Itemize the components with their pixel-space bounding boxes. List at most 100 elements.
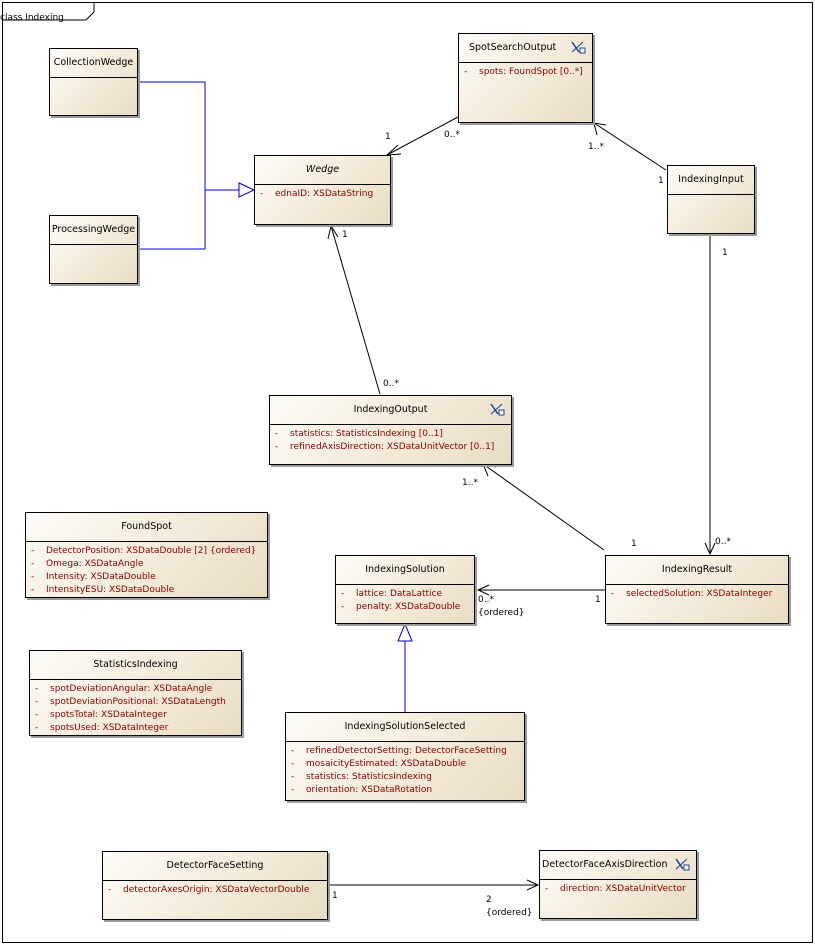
multiplicity-label: 0..* bbox=[715, 537, 731, 547]
attribute-list: -detectorAxesOrigin: XSDataVectorDouble bbox=[103, 884, 327, 897]
attribute: -spotsUsed: XSDataInteger bbox=[35, 723, 169, 733]
compartment-divider bbox=[50, 244, 137, 245]
arrowhead-result-from-input bbox=[704, 542, 716, 556]
attribute: -spotDeviationPositional: XSDataLength bbox=[35, 697, 226, 707]
compartment-divider bbox=[459, 62, 592, 63]
assoc-sso-wedge bbox=[386, 116, 459, 156]
attribute-list: -ednaID: XSDataString bbox=[255, 188, 390, 201]
arrowhead-wedge-from-output bbox=[327, 224, 339, 240]
class-found-spot[interactable]: FoundSpot -DetectorPosition: XSDataDoubl… bbox=[25, 512, 268, 598]
arrowhead-solution-from-result bbox=[476, 584, 490, 596]
compartment-divider bbox=[26, 541, 267, 542]
attribute: -statistics: StatisticsIndexing bbox=[291, 772, 432, 782]
attribute: -refinedDetectorSetting: DetectorFaceSet… bbox=[291, 746, 507, 756]
class-name: IndexingSolutionSelected bbox=[344, 721, 466, 732]
attribute: -Omega: XSDataAngle bbox=[31, 559, 144, 569]
attribute: -orientation: XSDataRotation bbox=[291, 785, 433, 795]
multiplicity-label: 1 bbox=[385, 132, 391, 142]
multiplicity-label: 1 bbox=[722, 248, 728, 258]
multiplicity-label: 1..* bbox=[462, 478, 478, 488]
attribute: -direction: XSDataUnitVector bbox=[545, 884, 686, 894]
constraint-label: {ordered} bbox=[486, 908, 533, 918]
attribute-list: -direction: XSDataUnitVector bbox=[540, 883, 696, 896]
datatype-icon bbox=[571, 41, 586, 54]
multiplicity-label: 1 bbox=[631, 539, 637, 549]
generalization-solution bbox=[397, 622, 413, 712]
attribute-list: -DetectorPosition: XSDataDouble [2] {ord… bbox=[26, 545, 267, 597]
class-collection-wedge[interactable]: CollectionWedge bbox=[49, 48, 138, 116]
compartment-divider bbox=[336, 584, 474, 585]
assoc-result-output bbox=[482, 463, 605, 551]
multiplicity-label: 0..* bbox=[383, 379, 399, 389]
generalization-line-collection bbox=[138, 81, 206, 190]
compartment-divider bbox=[540, 879, 696, 880]
generalization-triangle-solution bbox=[397, 622, 413, 642]
generalization-line-processing bbox=[138, 190, 206, 250]
class-name: SpotSearchOutput bbox=[469, 42, 557, 53]
frame-tab-outline bbox=[3, 3, 95, 21]
compartment-divider bbox=[50, 77, 137, 78]
generalization-wedge bbox=[138, 81, 256, 250]
attribute: -detectorAxesOrigin: XSDataVectorDouble bbox=[108, 885, 310, 895]
class-name: FoundSpot bbox=[121, 521, 172, 532]
attribute: -refinedAxisDirection: XSDataUnitVector … bbox=[275, 442, 495, 452]
assoc-output-wedge bbox=[330, 225, 381, 395]
multiplicity-label: 2 bbox=[486, 895, 492, 905]
class-indexing-result[interactable]: IndexingResult -selectedSolution: XSData… bbox=[605, 555, 789, 624]
multiplicity-label: 1..* bbox=[588, 142, 604, 152]
attribute: -Intensity: XSDataDouble bbox=[31, 572, 156, 582]
attribute-list: -refinedDetectorSetting: DetectorFaceSet… bbox=[286, 745, 524, 797]
attribute: -spotDeviationAngular: XSDataAngle bbox=[35, 684, 213, 694]
attribute: -mosaicityEstimated: XSDataDouble bbox=[291, 759, 466, 769]
compartment-divider bbox=[30, 679, 241, 680]
datatype-icon bbox=[675, 858, 690, 871]
attribute-list: -statistics: StatisticsIndexing [0..1] -… bbox=[270, 428, 511, 454]
class-indexing-solution-selected[interactable]: IndexingSolutionSelected -refinedDetecto… bbox=[285, 712, 525, 801]
attribute-list: -selectedSolution: XSDataInteger bbox=[606, 588, 788, 601]
compartment-divider bbox=[255, 184, 390, 185]
class-statistics-indexing[interactable]: StatisticsIndexing -spotDeviationAngular… bbox=[29, 650, 242, 736]
class-name: IndexingResult bbox=[661, 564, 733, 575]
datatype-icon bbox=[490, 403, 505, 416]
class-wedge[interactable]: Wedge -ednaID: XSDataString bbox=[254, 155, 391, 225]
compartment-divider bbox=[103, 880, 327, 881]
arrowhead-dfad-from-dfs bbox=[526, 879, 540, 891]
arrowhead-wedge-from-sso bbox=[385, 144, 402, 156]
class-name: ProcessingWedge bbox=[51, 224, 136, 235]
assoc-input-sso bbox=[593, 122, 667, 171]
class-spot-search-output[interactable]: SpotSearchOutput -spots: FoundSpot [0..*… bbox=[458, 33, 593, 123]
class-detector-face-axis-direction[interactable]: DetectorFaceAxisDirection -direction: XS… bbox=[539, 850, 697, 919]
attribute: -lattice: DataLattice bbox=[341, 589, 443, 599]
attribute: -statistics: StatisticsIndexing [0..1] bbox=[275, 429, 443, 439]
multiplicity-label: 1 bbox=[342, 230, 348, 240]
arrowhead-sso-from-input bbox=[593, 122, 607, 136]
attribute: -penalty: XSDataDouble bbox=[341, 602, 461, 612]
class-indexing-solution[interactable]: IndexingSolution -lattice: DataLattice -… bbox=[335, 555, 475, 624]
class-indexing-input[interactable]: IndexingInput bbox=[667, 165, 755, 234]
multiplicity-label: 1 bbox=[658, 176, 664, 186]
class-name: IndexingSolution bbox=[365, 564, 445, 575]
class-detector-face-setting[interactable]: DetectorFaceSetting -detectorAxesOrigin:… bbox=[102, 851, 328, 920]
attribute-list: -spots: FoundSpot [0..*] bbox=[459, 66, 592, 79]
compartment-divider bbox=[270, 424, 511, 425]
constraint-label: {ordered} bbox=[478, 608, 525, 618]
class-indexing-output[interactable]: IndexingOutput -statistics: StatisticsIn… bbox=[269, 395, 512, 465]
multiplicity-label: 0..* bbox=[478, 595, 494, 605]
multiplicity-label: 0..* bbox=[444, 130, 460, 140]
class-name: DetectorFaceSetting bbox=[166, 860, 264, 871]
attribute: -spotsTotal: XSDataInteger bbox=[35, 710, 167, 720]
class-name: CollectionWedge bbox=[53, 57, 134, 68]
compartment-divider bbox=[286, 741, 524, 742]
attribute-list: -spotDeviationAngular: XSDataAngle -spot… bbox=[30, 683, 241, 735]
class-name: Wedge bbox=[305, 164, 340, 175]
attribute: -selectedSolution: XSDataInteger bbox=[611, 589, 773, 599]
generalization-triangle-wedge bbox=[238, 182, 256, 198]
class-name: DetectorFaceAxisDirection bbox=[542, 859, 668, 870]
multiplicity-label: 1 bbox=[595, 595, 601, 605]
class-name: IndexingInput bbox=[678, 174, 744, 185]
class-processing-wedge[interactable]: ProcessingWedge bbox=[49, 215, 138, 284]
compartment-divider bbox=[668, 194, 754, 195]
compartment-divider bbox=[606, 584, 788, 585]
class-name: StatisticsIndexing bbox=[93, 659, 178, 670]
